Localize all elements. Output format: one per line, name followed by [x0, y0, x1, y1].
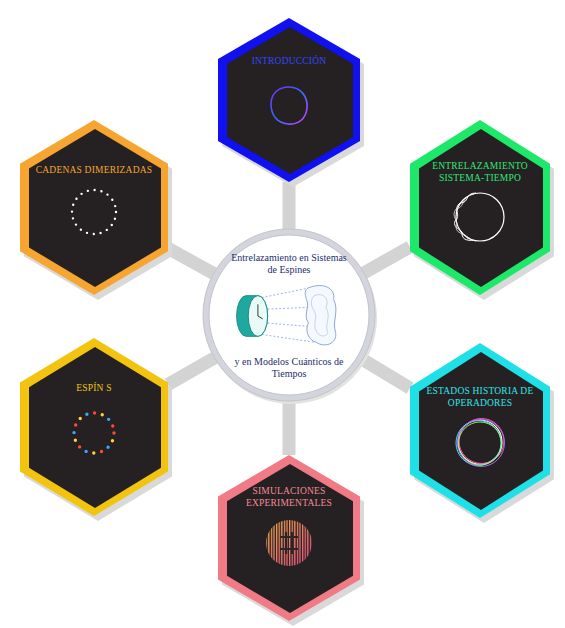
topic-icon — [266, 520, 312, 566]
hexagon-border — [20, 338, 168, 516]
topic-icon — [72, 190, 116, 234]
topic-label: SIMULACIONES EXPERIMENTALES — [233, 485, 345, 510]
topic-icon — [454, 193, 504, 241]
hexagon-border — [218, 18, 360, 182]
hexagon-border — [218, 455, 360, 621]
hexagon-fill — [419, 352, 543, 510]
connector-bar — [283, 401, 296, 455]
hexagon-fill — [419, 129, 543, 287]
topic-icon — [74, 413, 114, 453]
hexagon-outline — [218, 455, 360, 621]
topic-label: CADENAS DIMERIZADAS — [35, 164, 153, 176]
title-circle: Entrelazamiento en Sistemas de Espines y … — [202, 228, 376, 402]
circle-ring — [203, 229, 375, 401]
clock-projection-illustration — [237, 286, 336, 345]
hexagon-fill — [29, 347, 161, 508]
connector-bar — [363, 360, 410, 389]
hexagon-fill — [29, 129, 161, 287]
hexagon-outline — [410, 343, 550, 518]
topic-hexagon: CADENAS DIMERIZADAS — [20, 120, 168, 295]
hexagon-outline — [20, 120, 168, 295]
topic-label: ESPÍN S — [35, 382, 153, 394]
hexagon-border — [410, 120, 550, 295]
topic-label: ESTADOS HISTORIA DE OPERADORES — [425, 385, 535, 410]
connector-bar — [168, 248, 214, 273]
connector-bar — [168, 358, 214, 385]
topic-icon — [271, 87, 307, 124]
hexagon-fill — [227, 27, 353, 174]
topic-hexagon: SIMULACIONES EXPERIMENTALES — [218, 455, 360, 621]
topic-label: INTRODUCCIÓN — [233, 55, 345, 67]
hexagon-fill — [227, 464, 353, 613]
hexagon-outline — [20, 338, 168, 516]
connector-bar — [364, 247, 410, 273]
connector-bar — [283, 182, 296, 229]
hexagon-outline — [410, 120, 550, 295]
topic-hexagon: INTRODUCCIÓN — [218, 18, 360, 182]
title-text: Entrelazamiento en Sistemas de Espines — [231, 252, 347, 276]
hexagon-outline — [218, 18, 360, 182]
topic-hexagon: ENTRELAZAMIENTO SISTEMA-TIEMPO — [410, 120, 550, 295]
title-text: y en Modelos Cuánticos de Tiempos — [231, 356, 347, 380]
circle-face — [209, 235, 369, 395]
hexagon-border — [20, 120, 168, 295]
hexagon-border — [410, 343, 550, 518]
topic-icon — [456, 419, 505, 467]
topic-label: ENTRELAZAMIENTO SISTEMA-TIEMPO — [425, 160, 535, 185]
topic-hexagon: ESPÍN S — [20, 338, 168, 516]
topic-hexagon: ESTADOS HISTORIA DE OPERADORES — [410, 343, 550, 518]
